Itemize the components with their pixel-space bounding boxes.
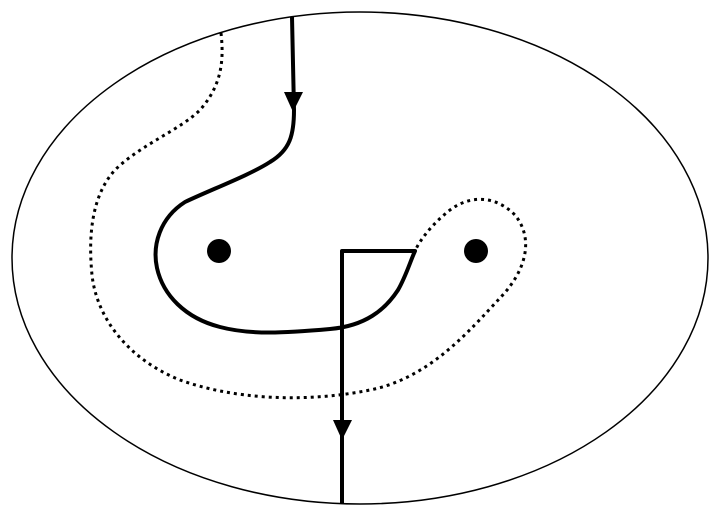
boundary-disk — [11, 11, 709, 505]
arrow-head-top-icon — [284, 92, 303, 112]
puncture-right — [464, 239, 488, 263]
puncture-left — [207, 239, 231, 263]
oriented-arc — [153, 16, 417, 504]
dotted-loop — [89, 32, 528, 400]
arrow-head-bottom-icon — [333, 420, 352, 440]
